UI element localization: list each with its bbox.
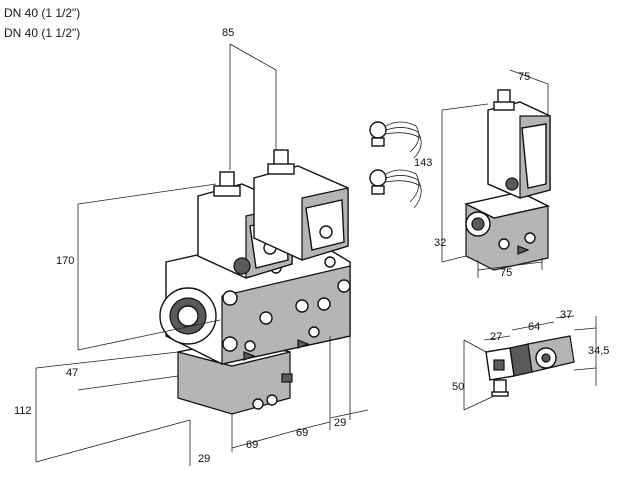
dim-27: 27 bbox=[490, 331, 502, 343]
dim-64: 64 bbox=[528, 321, 540, 333]
single-dimension-lines bbox=[441, 69, 549, 278]
dim-29-left: 29 bbox=[198, 453, 210, 465]
dim-47: 47 bbox=[66, 367, 78, 379]
dim-69-b: 69 bbox=[296, 427, 308, 439]
dim-143: 143 bbox=[414, 157, 432, 169]
dim-34-5: 34,5 bbox=[588, 345, 609, 357]
coil-detail bbox=[485, 335, 575, 397]
double-valve-assembly bbox=[159, 149, 351, 415]
coil-dimension-lines bbox=[463, 315, 597, 411]
dim-69-a: 69 bbox=[246, 439, 258, 451]
heading-line-1: DN 40 (1 1/2") bbox=[4, 6, 81, 20]
main-dimension-lines bbox=[35, 43, 369, 466]
dim-50: 50 bbox=[452, 381, 464, 393]
dim-112: 112 bbox=[14, 405, 32, 417]
dim-29-right: 29 bbox=[334, 417, 346, 429]
dim-85: 85 bbox=[222, 27, 234, 39]
dim-37: 37 bbox=[560, 309, 572, 321]
dim-75-top: 75 bbox=[518, 71, 530, 83]
single-valve bbox=[463, 89, 551, 271]
dim-32: 32 bbox=[434, 237, 446, 249]
cable-connectors bbox=[369, 121, 422, 209]
dim-170: 170 bbox=[56, 255, 74, 267]
heading-line-2: DN 40 (1 1/2") bbox=[4, 26, 81, 40]
dim-75-bottom: 75 bbox=[500, 267, 512, 279]
